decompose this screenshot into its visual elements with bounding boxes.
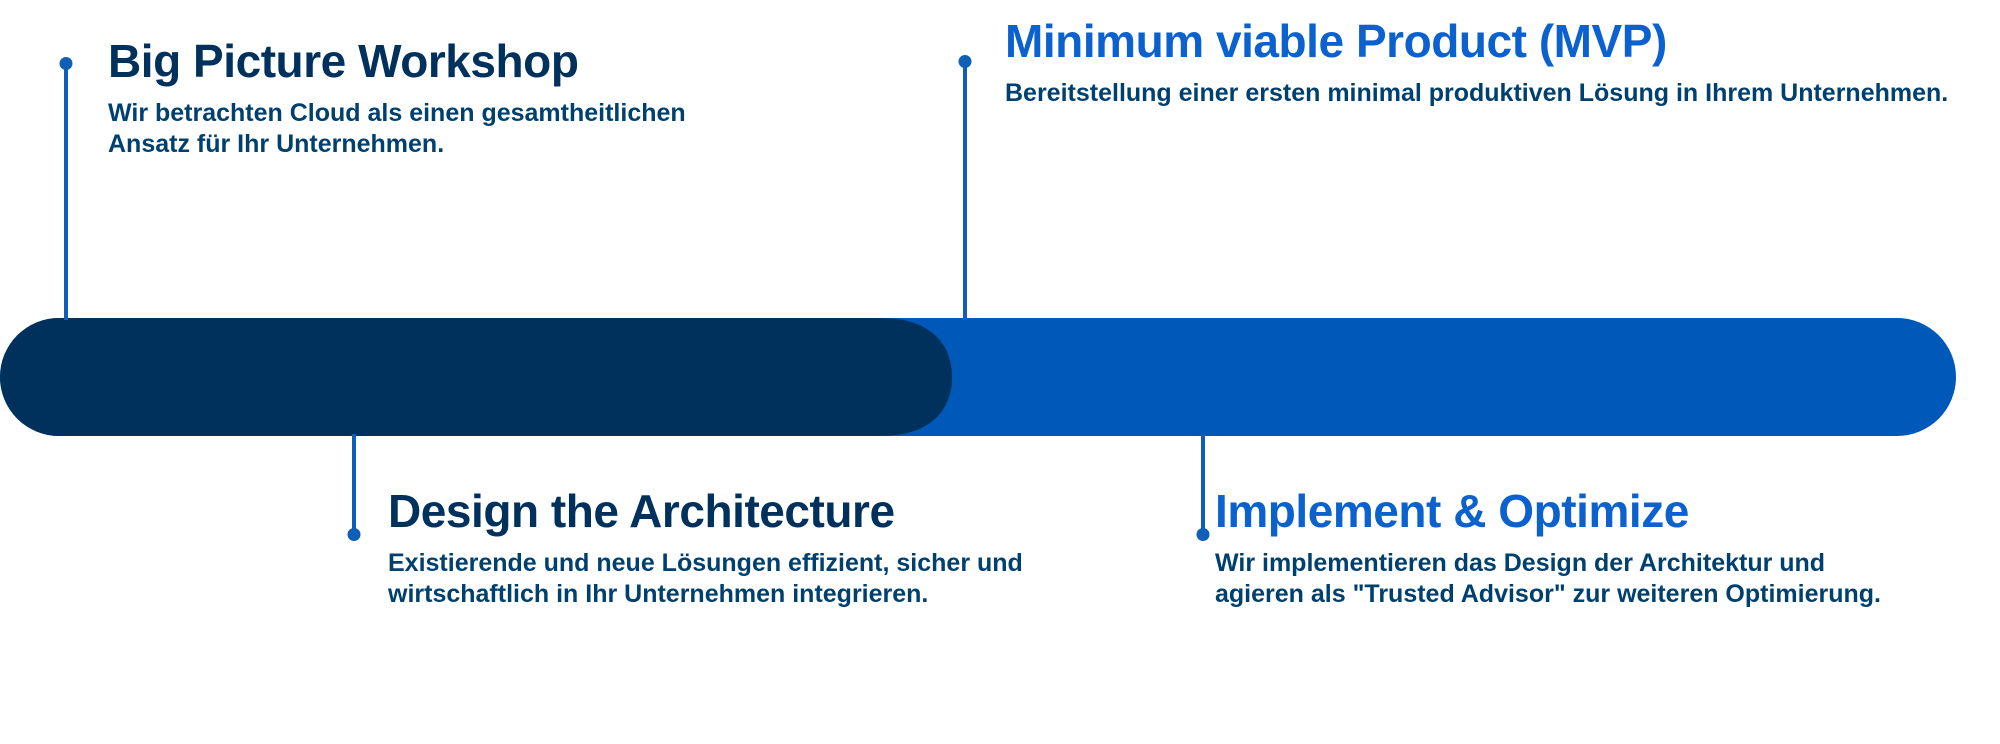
timeline-bar — [0, 318, 1956, 436]
step-description-minimum-viable-product: Bereitstellung einer ersten minimal prod… — [1005, 79, 1949, 107]
step-description-design-the-architecture: Existierende und neue Lösungen effizient… — [388, 549, 1023, 608]
connector-line-big-picture-workshop — [59, 57, 73, 320]
step-minimum-viable-product: Minimum viable Product (MVP) Bereitstell… — [1005, 18, 1965, 109]
step-implement-and-optimize: Implement & Optimize Wir implementieren … — [1215, 488, 1895, 609]
step-title-implement-and-optimize: Implement & Optimize — [1215, 485, 1689, 537]
connector-dot-icon — [958, 55, 972, 68]
step-description-big-picture-workshop: Wir betrachten Cloud als einen gesamthei… — [108, 99, 686, 158]
connector-dot-icon — [347, 528, 361, 541]
step-big-picture-workshop: Big Picture Workshop Wir betrachten Clou… — [108, 38, 708, 159]
step-title-minimum-viable-product: Minimum viable Product (MVP) — [1005, 15, 1667, 67]
step-title-big-picture-workshop: Big Picture Workshop — [108, 35, 579, 87]
connector-dot-icon — [59, 57, 73, 70]
step-design-the-architecture: Design the Architecture Existierende und… — [388, 488, 1108, 609]
step-title-design-the-architecture: Design the Architecture — [388, 485, 895, 537]
connector-dot-icon — [1196, 528, 1210, 541]
connector-line-minimum-viable-product — [958, 55, 972, 320]
connector-line-implement-and-optimize — [1196, 434, 1210, 541]
timeline-segment-phase-one — [0, 318, 952, 436]
step-description-implement-and-optimize: Wir implementieren das Design der Archit… — [1215, 549, 1881, 608]
connector-line-design-the-architecture — [347, 434, 361, 541]
